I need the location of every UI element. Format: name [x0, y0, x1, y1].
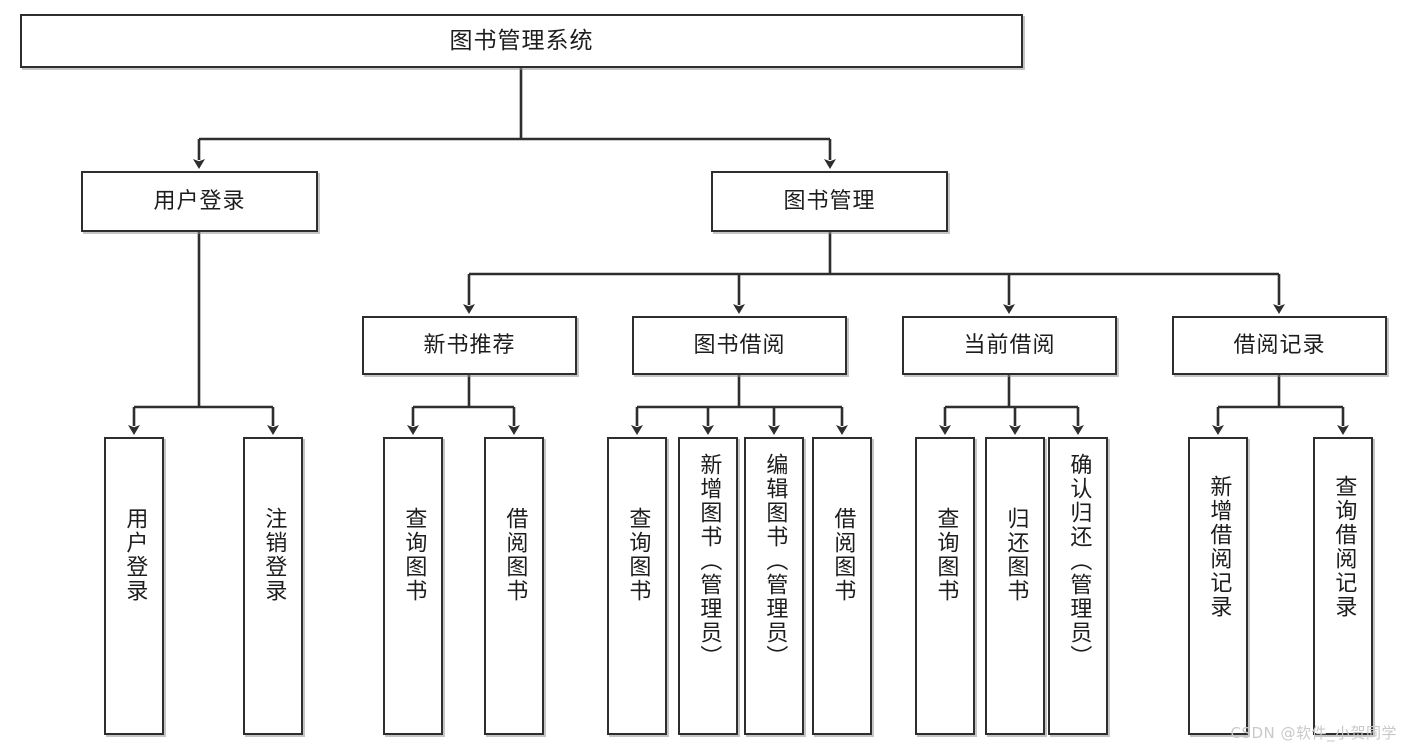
- node-leaf-borrow-book-1[interactable]: 借阅图书: [484, 437, 544, 735]
- node-new-book-rec-label: 新书推荐: [423, 332, 516, 358]
- node-leaf-return-book[interactable]: 归还图书: [985, 437, 1045, 735]
- node-leaf-confirm-return[interactable]: 确认归还（管理员）: [1048, 437, 1108, 735]
- node-user-login[interactable]: 用户登录: [81, 171, 318, 232]
- node-current-borrow[interactable]: 当前借阅: [902, 316, 1117, 375]
- node-root-label: 图书管理系统: [449, 27, 594, 54]
- node-leaf-query-book-1[interactable]: 查询图书: [383, 437, 443, 735]
- node-current-borrow-label: 当前借阅: [963, 332, 1056, 358]
- node-leaf-query-book-3[interactable]: 查询图书: [915, 437, 975, 735]
- node-book-manage[interactable]: 图书管理: [711, 171, 948, 232]
- node-book-borrow[interactable]: 图书借阅: [632, 316, 847, 375]
- node-root[interactable]: 图书管理系统: [20, 14, 1023, 68]
- node-leaf-borrow-book-2-label: 借阅图书: [830, 507, 856, 603]
- node-leaf-confirm-return-label: 确认归还（管理员）: [1066, 453, 1092, 669]
- node-leaf-return-book-label: 归还图书: [1003, 507, 1029, 603]
- node-leaf-query-record[interactable]: 查询借阅记录: [1313, 437, 1373, 735]
- node-leaf-borrow-book-2[interactable]: 借阅图书: [812, 437, 872, 735]
- node-book-manage-label: 图书管理: [783, 188, 876, 214]
- node-new-book-rec[interactable]: 新书推荐: [362, 316, 577, 375]
- node-leaf-user-login-label: 用户登录: [122, 507, 148, 603]
- node-leaf-logout[interactable]: 注销登录: [243, 437, 303, 735]
- node-book-borrow-label: 图书借阅: [693, 332, 786, 358]
- node-user-login-label: 用户登录: [153, 188, 246, 214]
- node-leaf-query-record-label: 查询借阅记录: [1331, 475, 1357, 619]
- node-borrow-record-label: 借阅记录: [1233, 332, 1326, 358]
- node-leaf-add-book-label: 新增图书（管理员）: [696, 453, 722, 669]
- node-leaf-logout-label: 注销登录: [261, 507, 287, 603]
- node-leaf-add-record-label: 新增借阅记录: [1206, 475, 1232, 619]
- node-leaf-query-book-2-label: 查询图书: [625, 507, 651, 603]
- node-leaf-query-book-3-label: 查询图书: [933, 507, 959, 603]
- node-leaf-query-book-1-label: 查询图书: [401, 507, 427, 603]
- node-leaf-add-book[interactable]: 新增图书（管理员）: [678, 437, 738, 735]
- node-leaf-borrow-book-1-label: 借阅图书: [502, 507, 528, 603]
- node-borrow-record[interactable]: 借阅记录: [1172, 316, 1387, 375]
- node-leaf-add-record[interactable]: 新增借阅记录: [1188, 437, 1248, 735]
- node-leaf-edit-book[interactable]: 编辑图书（管理员）: [744, 437, 804, 735]
- node-leaf-edit-book-label: 编辑图书（管理员）: [762, 453, 788, 669]
- node-leaf-query-book-2[interactable]: 查询图书: [607, 437, 667, 735]
- node-leaf-user-login[interactable]: 用户登录: [104, 437, 164, 735]
